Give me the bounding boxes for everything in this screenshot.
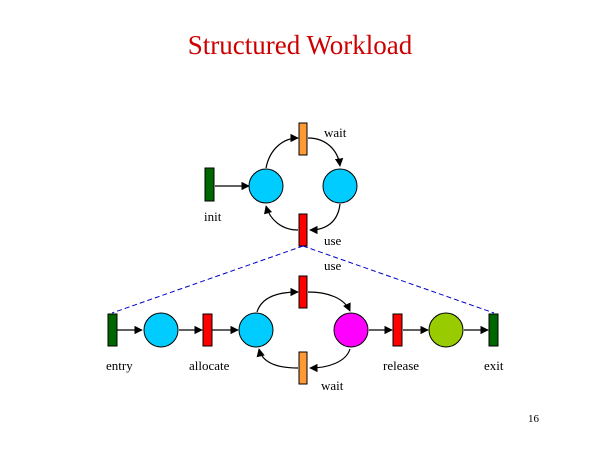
transition-allocate	[202, 313, 213, 347]
slide-title: Structured Workload	[187, 30, 413, 60]
place-bottom-1	[143, 312, 179, 348]
label-release: release	[383, 358, 419, 373]
label-exit: exit	[484, 358, 504, 373]
arc-use-to-left-place	[264, 205, 299, 231]
label-allocate: allocate	[189, 358, 230, 373]
arc-wait-to-place2	[256, 348, 299, 369]
place-bottom-2	[238, 312, 274, 348]
transition-wait-top	[298, 122, 308, 156]
transition-use-bottom	[298, 275, 308, 309]
transition-release	[392, 313, 403, 347]
dashed-line-right	[302, 245, 495, 314]
transition-wait-bottom	[298, 351, 308, 385]
arc-place3-to-wait	[309, 348, 351, 373]
dashed-line-left	[111, 245, 304, 314]
transition-exit	[488, 313, 499, 347]
expansion-lines	[111, 245, 495, 314]
label-wait-top: wait	[324, 125, 347, 140]
label-wait-bottom: wait	[321, 378, 344, 393]
label-init: init	[204, 209, 222, 224]
bottom-net: use entry allocate release exit wait	[106, 258, 504, 393]
place-top-left	[248, 168, 284, 204]
arc-wait-to-right-place	[307, 137, 344, 167]
page-number: 16	[528, 413, 539, 425]
place-top-right	[322, 168, 358, 204]
label-entry: entry	[106, 358, 133, 373]
place-bottom-4	[428, 312, 464, 348]
label-use-top: use	[324, 233, 342, 248]
arc-left-place-to-wait	[265, 133, 299, 169]
arc-place2-to-use	[256, 287, 299, 313]
arc-use-to-place3	[307, 291, 351, 312]
arc-right-place-to-use	[309, 203, 341, 235]
place-bottom-3	[333, 312, 369, 348]
transition-use-top	[298, 213, 308, 247]
transition-entry	[107, 313, 118, 347]
transition-init	[204, 167, 215, 202]
label-use-bottom: use	[324, 258, 342, 273]
top-net: wait init use	[204, 122, 358, 248]
